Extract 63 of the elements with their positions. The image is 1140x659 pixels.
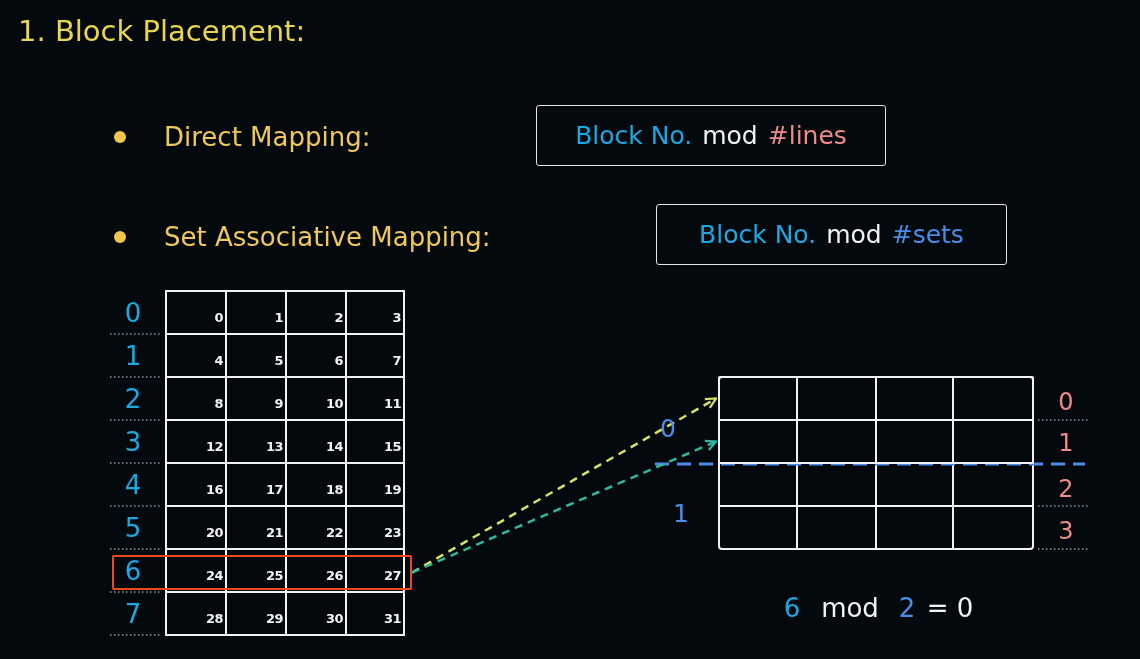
block-number: 8 bbox=[214, 396, 223, 410]
row-number: 3 bbox=[124, 429, 142, 455]
block-number: 11 bbox=[383, 396, 401, 410]
formula-term: #lines bbox=[767, 121, 847, 150]
row-number: 1 bbox=[124, 343, 142, 369]
equation-term: 2 bbox=[898, 595, 916, 621]
heading: Set Associative Mapping: bbox=[164, 224, 491, 250]
block-number: 13 bbox=[265, 439, 283, 453]
row-number: 4 bbox=[124, 472, 142, 498]
dashed-arrow bbox=[411, 439, 718, 574]
line-number: 0 bbox=[1058, 390, 1074, 414]
highlight-box bbox=[112, 555, 412, 590]
block-number: 1 bbox=[274, 310, 283, 324]
block-number: 18 bbox=[325, 482, 343, 496]
block-number: 25 bbox=[265, 568, 283, 582]
block-number: 14 bbox=[325, 439, 343, 453]
block-number: 12 bbox=[205, 439, 223, 453]
block-number: 19 bbox=[383, 482, 401, 496]
equation-term: 6 bbox=[783, 595, 801, 621]
formula-box bbox=[536, 105, 886, 166]
block-number: 4 bbox=[214, 353, 223, 367]
block-number: 3 bbox=[392, 310, 401, 324]
block-number: 23 bbox=[383, 525, 401, 539]
block-number: 24 bbox=[205, 568, 223, 582]
row-number: 6 bbox=[124, 558, 142, 584]
block-number: 30 bbox=[325, 611, 343, 625]
heading: Direct Mapping: bbox=[164, 124, 371, 150]
block-number: 17 bbox=[265, 482, 283, 496]
block-number: 10 bbox=[325, 396, 343, 410]
line-number: 1 bbox=[1058, 431, 1074, 455]
block-number: 9 bbox=[274, 396, 283, 410]
row-number: 0 bbox=[124, 300, 142, 326]
equation-term: = 0 bbox=[926, 595, 974, 621]
block-number: 21 bbox=[265, 525, 283, 539]
formula-box bbox=[656, 204, 1007, 265]
row-number: 2 bbox=[124, 386, 142, 412]
block-number: 29 bbox=[265, 611, 283, 625]
formula-term: mod bbox=[826, 220, 882, 249]
row-number: 7 bbox=[124, 601, 142, 627]
block-number: 2 bbox=[334, 310, 343, 324]
block-number: 22 bbox=[325, 525, 343, 539]
block-number: 27 bbox=[383, 568, 401, 582]
block-number: 0 bbox=[214, 310, 223, 324]
line-number: 2 bbox=[1058, 477, 1074, 501]
block-number: 26 bbox=[325, 568, 343, 582]
formula-term: Block No. bbox=[575, 121, 693, 150]
block-number: 15 bbox=[383, 439, 401, 453]
block-number: 28 bbox=[205, 611, 223, 625]
block-number: 20 bbox=[205, 525, 223, 539]
block-number: 31 bbox=[383, 611, 401, 625]
formula-term: Block No. bbox=[699, 220, 817, 249]
set-number: 0 bbox=[660, 415, 676, 441]
row-number: 5 bbox=[124, 515, 142, 541]
title: 1. Block Placement: bbox=[18, 17, 306, 46]
block-number: 6 bbox=[334, 353, 343, 367]
line-number: 3 bbox=[1058, 519, 1074, 543]
formula-term: #sets bbox=[891, 220, 964, 249]
block-number: 16 bbox=[205, 482, 223, 496]
set-number: 1 bbox=[673, 500, 689, 526]
block-number: 5 bbox=[274, 353, 283, 367]
equation-term: mod bbox=[821, 595, 879, 621]
formula-term: mod bbox=[702, 121, 758, 150]
block-number: 7 bbox=[392, 353, 401, 367]
